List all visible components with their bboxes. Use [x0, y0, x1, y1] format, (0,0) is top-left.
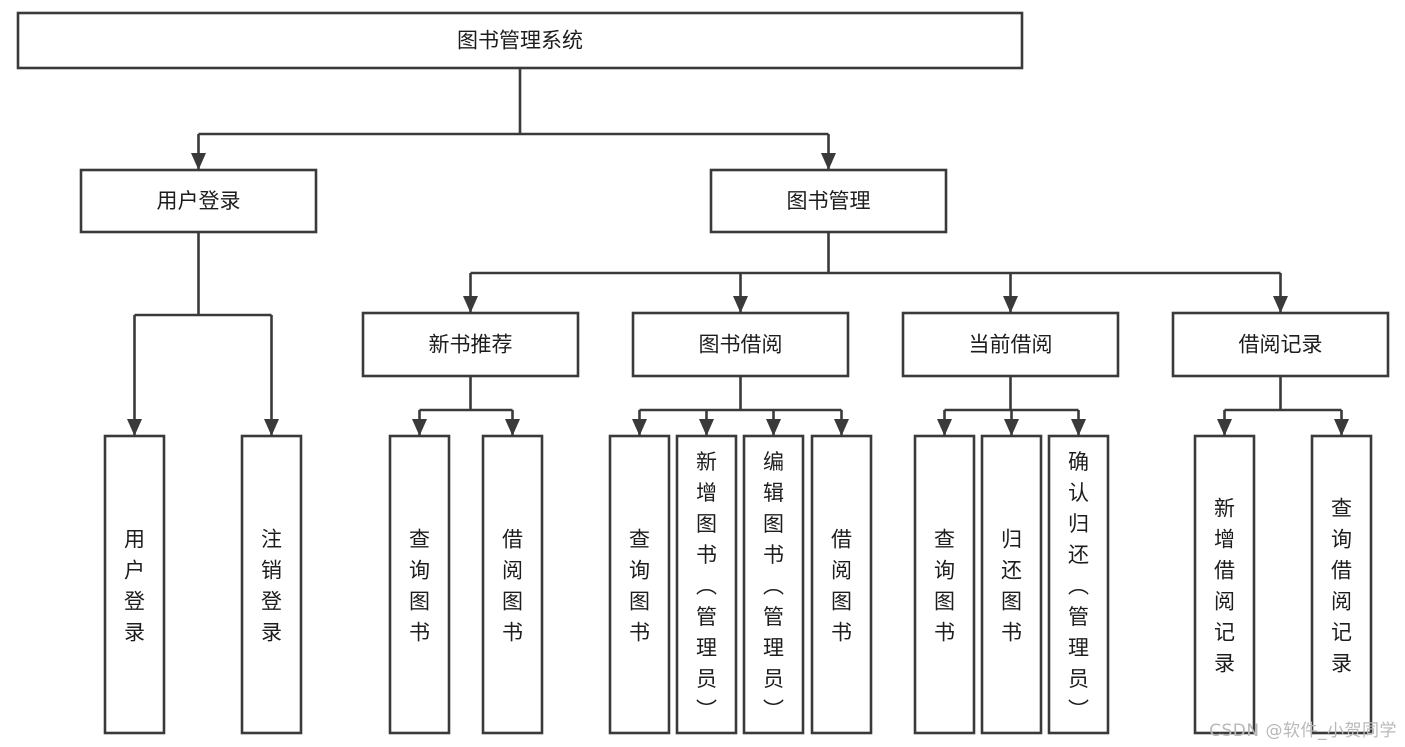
node-label-current-borrow: 当前借阅: [969, 333, 1053, 357]
node-borrow-record[interactable]: 借阅记录: [1171, 311, 1390, 378]
node-label-leaf-confirm-return: 确认归还︵管理员︶: [1068, 450, 1089, 722]
node-box-leaf-query-book-current: [913, 434, 976, 735]
node-leaf-user-logout[interactable]: 注销登录: [240, 434, 303, 735]
node-label-leaf-query-book-recommend: 查询图书: [409, 528, 430, 645]
arrow-head-icon: [1003, 296, 1018, 313]
node-label-leaf-borrow-book: 借阅图书: [831, 528, 852, 645]
node-label-leaf-add-borrow-record: 新增借阅记录: [1214, 497, 1235, 676]
arrow-head-icon: [1334, 419, 1349, 436]
node-label-book-manage: 图书管理: [787, 189, 871, 213]
arrow-head-icon: [1071, 419, 1086, 436]
node-current-borrow[interactable]: 当前借阅: [901, 311, 1120, 378]
arrow-head-icon: [1273, 296, 1288, 313]
node-book-borrow[interactable]: 图书借阅: [631, 311, 850, 378]
connector-lines: [127, 68, 1349, 436]
node-leaf-query-book-borrow[interactable]: 查询图书: [608, 434, 671, 735]
node-label-leaf-query-book-current: 查询图书: [934, 528, 955, 645]
node-box-leaf-borrow-book-recommend: [481, 434, 544, 735]
node-leaf-add-borrow-record[interactable]: 新增借阅记录: [1193, 434, 1256, 735]
arrow-head-icon: [191, 153, 206, 170]
node-new-book-recommend[interactable]: 新书推荐: [361, 311, 580, 378]
node-leaf-return-book[interactable]: 归还图书: [980, 434, 1043, 735]
node-label-new-book-recommend: 新书推荐: [429, 333, 513, 357]
node-box-new-book-recommend: [361, 311, 580, 378]
node-leaf-add-book[interactable]: 新增图书︵管理员︶: [675, 434, 738, 735]
arrow-head-icon: [127, 419, 142, 436]
csdn-watermark: CSDN @软件_小贺同学: [1209, 721, 1397, 741]
node-box-leaf-query-book-recommend: [388, 434, 451, 735]
node-box-leaf-add-borrow-record: [1193, 434, 1256, 735]
arrow-head-icon: [632, 419, 647, 436]
node-box-leaf-return-book: [980, 434, 1043, 735]
arrow-head-icon: [264, 419, 279, 436]
node-leaf-query-book-current[interactable]: 查询图书: [913, 434, 976, 735]
node-book-manage[interactable]: 图书管理: [709, 168, 948, 234]
arrow-head-icon: [834, 419, 849, 436]
node-box-leaf-query-book-borrow: [608, 434, 671, 735]
node-user-login[interactable]: 用户登录: [79, 168, 318, 234]
node-box-borrow-record: [1171, 311, 1390, 378]
node-label-borrow-record: 借阅记录: [1239, 333, 1323, 357]
arrow-head-icon: [733, 296, 748, 313]
node-root[interactable]: 图书管理系统: [16, 11, 1024, 70]
node-label-leaf-user-logout: 注销登录: [261, 528, 282, 645]
node-box-root: [16, 11, 1024, 70]
arrow-head-icon: [1217, 419, 1232, 436]
arrow-head-icon: [766, 419, 781, 436]
node-box-leaf-borrow-book: [810, 434, 873, 735]
node-box-leaf-edit-book: [742, 434, 805, 735]
arrow-head-icon: [412, 419, 427, 436]
node-leaf-borrow-book-recommend[interactable]: 借阅图书: [481, 434, 544, 735]
node-box-leaf-confirm-return: [1047, 434, 1110, 735]
node-label-leaf-query-book-borrow: 查询图书: [629, 528, 650, 645]
node-leaf-query-book-recommend[interactable]: 查询图书: [388, 434, 451, 735]
arrow-head-icon: [821, 153, 836, 170]
node-box-leaf-add-book: [675, 434, 738, 735]
node-leaf-borrow-book[interactable]: 借阅图书: [810, 434, 873, 735]
node-box-current-borrow: [901, 311, 1120, 378]
arrow-head-icon: [1004, 419, 1019, 436]
node-leaf-edit-book[interactable]: 编辑图书︵管理员︶: [742, 434, 805, 735]
node-box-leaf-user-login: [103, 434, 166, 735]
node-label-leaf-edit-book: 编辑图书︵管理员︶: [763, 450, 784, 722]
node-label-leaf-borrow-book-recommend: 借阅图书: [502, 528, 523, 645]
node-leaf-user-login[interactable]: 用户登录: [103, 434, 166, 735]
node-label-user-login: 用户登录: [157, 189, 241, 213]
node-label-book-borrow: 图书借阅: [699, 333, 783, 357]
node-label-leaf-user-login: 用户登录: [124, 528, 145, 645]
node-leaf-confirm-return[interactable]: 确认归还︵管理员︶: [1047, 434, 1110, 735]
node-box-book-manage: [709, 168, 948, 234]
node-label-leaf-return-book: 归还图书: [1001, 528, 1022, 645]
arrow-head-icon: [699, 419, 714, 436]
node-box-book-borrow: [631, 311, 850, 378]
node-box-leaf-user-logout: [240, 434, 303, 735]
node-box-user-login: [79, 168, 318, 234]
arrow-head-icon: [463, 296, 478, 313]
node-label-leaf-add-book: 新增图书︵管理员︶: [696, 450, 717, 722]
arrow-head-icon: [937, 419, 952, 436]
node-label-root: 图书管理系统: [457, 29, 583, 53]
node-box-leaf-query-borrow-record: [1310, 434, 1373, 735]
node-label-leaf-query-borrow-record: 查询借阅记录: [1331, 497, 1352, 676]
node-leaf-query-borrow-record[interactable]: 查询借阅记录: [1310, 434, 1373, 735]
diagram-nodes: 图书管理系统用户登录图书管理新书推荐图书借阅当前借阅借阅记录用户登录注销登录查询…: [16, 11, 1390, 735]
arrow-head-icon: [505, 419, 520, 436]
